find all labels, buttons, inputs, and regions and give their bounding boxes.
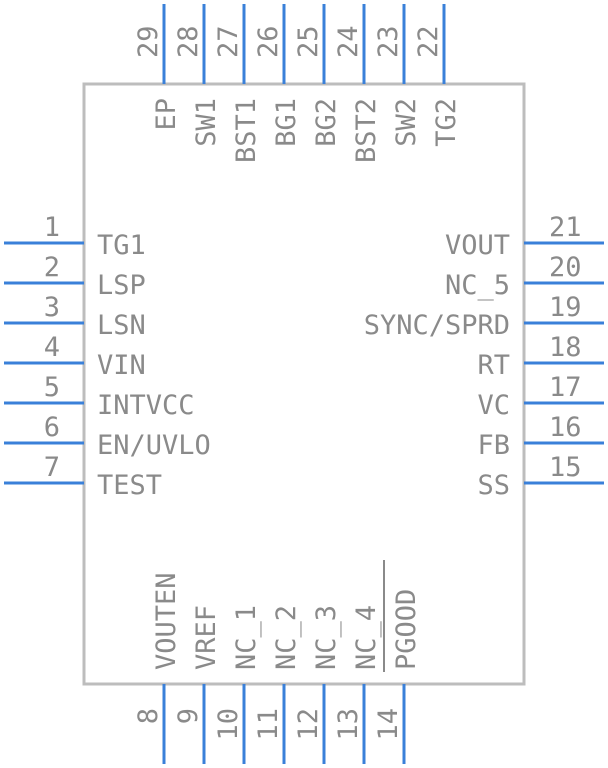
pin-number: 17 (549, 372, 582, 403)
pin-number: 11 (253, 708, 284, 741)
pin-number: 2 (44, 252, 60, 283)
pin-name: VREF (191, 605, 222, 670)
pin-number: 24 (333, 25, 364, 58)
pin-name: EP (151, 98, 182, 131)
pin-number: 20 (549, 252, 582, 283)
pin-number: 13 (333, 708, 364, 741)
pin-name: TG1 (97, 230, 146, 261)
pin-name: TEST (97, 470, 162, 501)
pin-name: RT (477, 350, 510, 381)
pin-bottom-11: 11 NC_2 (253, 605, 302, 764)
pin-number: 14 (373, 708, 404, 741)
pin-name: SYNC/SPRD (364, 310, 510, 341)
pin-bottom-13: 13 NC_4 (333, 605, 382, 764)
pin-name: VOUT (445, 230, 510, 261)
pin-bottom-14: 14 PGOOD (373, 560, 422, 764)
pin-name: NC_4 (351, 605, 382, 670)
pin-number: 3 (44, 292, 60, 323)
ic-body (82, 82, 526, 686)
pin-bottom-8: 8 VOUTEN (133, 572, 182, 764)
pin-name: SW2 (391, 98, 422, 147)
pin-number: 8 (133, 708, 164, 724)
pin-number: 27 (213, 25, 244, 58)
pin-name: LSN (97, 310, 146, 341)
pin-name: TG2 (431, 98, 462, 147)
pins-layer: 1TG12LSP3LSN4VIN5INTVCC6EN/UVLO7TEST21VO… (4, 4, 604, 764)
pin-number: 12 (293, 708, 324, 741)
pin-number: 26 (253, 25, 284, 58)
pin-name: SS (477, 470, 510, 501)
pin-number: 1 (44, 212, 60, 243)
pin-name: SW1 (191, 98, 222, 147)
pin-name: VIN (97, 350, 146, 381)
pin-name: PGOOD (391, 589, 422, 670)
pin-number: 29 (133, 25, 164, 58)
pin-bottom-9: 9 VREF (173, 605, 222, 764)
pin-bottom-10: 10 NC_1 (213, 605, 262, 764)
pin-number: 6 (44, 412, 60, 443)
pin-name: BST1 (231, 98, 262, 163)
pin-number: 9 (173, 708, 204, 724)
pin-name: BST2 (351, 98, 382, 163)
pin-name: EN/UVLO (97, 430, 211, 461)
pin-name: NC_3 (311, 605, 342, 670)
pin-name: VC (477, 390, 510, 421)
pin-name: NC_1 (231, 605, 262, 670)
pin-number: 10 (213, 708, 244, 741)
pin-number: 28 (173, 25, 204, 58)
pin-number: 22 (413, 25, 444, 58)
pin-name: VOUTEN (151, 572, 182, 670)
pin-number: 18 (549, 332, 582, 363)
pin-number: 19 (549, 292, 582, 323)
pin-number: 4 (44, 332, 60, 363)
pin-name: NC_5 (445, 270, 510, 301)
pin-bottom-12: 12 NC_3 (293, 605, 342, 764)
pin-number: 25 (293, 25, 324, 58)
pin-number: 15 (549, 452, 582, 483)
pin-name: NC_2 (271, 605, 302, 670)
pin-number: 23 (373, 25, 404, 58)
pin-name: INTVCC (97, 390, 195, 421)
pin-number: 5 (44, 372, 60, 403)
pin-name: FB (477, 430, 510, 461)
pin-number: 16 (549, 412, 582, 443)
pin-number: 21 (549, 212, 582, 243)
pin-number: 7 (44, 452, 60, 483)
pin-name: BG1 (271, 98, 302, 147)
pin-name: BG2 (311, 98, 342, 147)
pin-name: LSP (97, 270, 146, 301)
pin-left-6: 6EN/UVLO (4, 412, 211, 461)
